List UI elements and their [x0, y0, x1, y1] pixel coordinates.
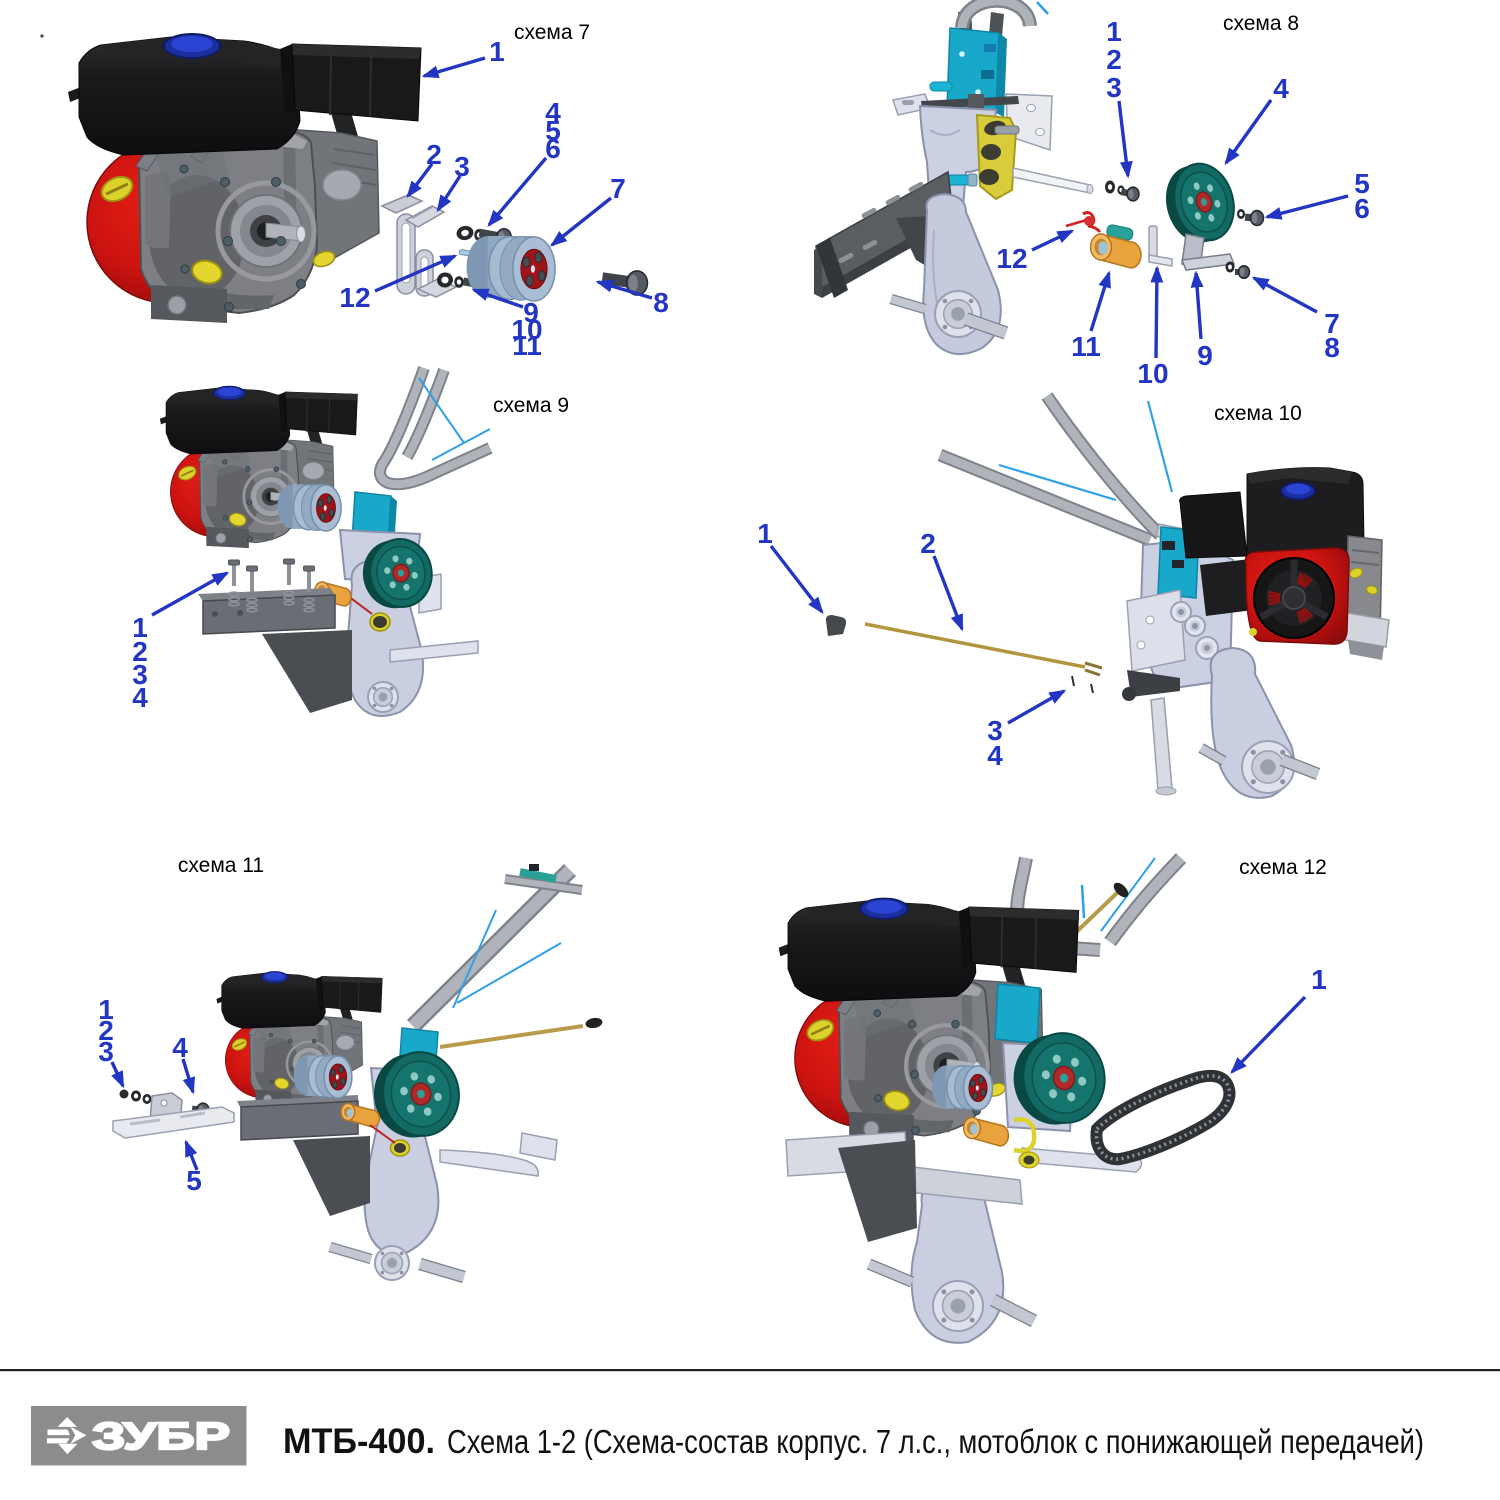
svg-text:схема 12: схема 12 — [1239, 856, 1327, 879]
svg-text:9: 9 — [1197, 340, 1213, 371]
svg-text:8: 8 — [653, 287, 669, 318]
svg-text:4: 4 — [545, 97, 561, 128]
svg-text:8: 8 — [1324, 332, 1340, 363]
svg-text:МТБ-400.: МТБ-400. — [283, 1422, 435, 1461]
svg-text:1: 1 — [489, 36, 505, 67]
svg-text:6: 6 — [545, 133, 561, 164]
svg-text:9: 9 — [523, 297, 539, 328]
svg-text:5: 5 — [545, 115, 561, 146]
svg-text:схема 8: схема 8 — [1223, 12, 1299, 35]
svg-text:1: 1 — [757, 518, 773, 549]
svg-text:3: 3 — [454, 151, 470, 182]
svg-text:Схема 1-2 (Схема-состав корпус: Схема 1-2 (Схема-состав корпус. 7 л.с., … — [447, 1423, 1424, 1460]
svg-text:1: 1 — [132, 612, 148, 643]
svg-text:3: 3 — [1106, 72, 1122, 103]
svg-text:12: 12 — [339, 282, 370, 313]
svg-text:5: 5 — [1354, 168, 1370, 199]
svg-text:11: 11 — [512, 330, 542, 361]
svg-text:3: 3 — [98, 1036, 114, 1067]
svg-text:схема 7: схема 7 — [514, 21, 590, 44]
svg-text:3: 3 — [987, 715, 1003, 746]
svg-text:схема 9: схема 9 — [493, 394, 569, 417]
svg-text:7: 7 — [610, 173, 626, 204]
svg-text:1: 1 — [98, 994, 114, 1025]
svg-text:2: 2 — [132, 636, 148, 667]
svg-text:4: 4 — [987, 740, 1003, 771]
svg-text:2: 2 — [1106, 44, 1122, 75]
svg-text:схема 10: схема 10 — [1214, 402, 1302, 425]
svg-text:12: 12 — [996, 243, 1027, 274]
svg-text:2: 2 — [426, 139, 442, 170]
svg-text:2: 2 — [98, 1015, 114, 1046]
svg-text:11: 11 — [1071, 331, 1101, 362]
svg-text:2: 2 — [920, 528, 936, 559]
svg-text:ЗУБР: ЗУБР — [92, 1416, 230, 1458]
svg-text:3: 3 — [132, 659, 148, 690]
svg-text:схема 11: схема 11 — [178, 854, 264, 877]
svg-text:1: 1 — [1311, 964, 1327, 995]
svg-text:6: 6 — [1354, 193, 1370, 224]
svg-text:7: 7 — [1324, 308, 1340, 339]
svg-text:1: 1 — [1106, 16, 1122, 47]
svg-text:10: 10 — [511, 314, 542, 345]
svg-text:4: 4 — [172, 1032, 188, 1063]
svg-text:10: 10 — [1137, 358, 1168, 389]
svg-text:4: 4 — [132, 682, 148, 713]
svg-text:4: 4 — [1273, 73, 1289, 104]
svg-text:5: 5 — [186, 1165, 202, 1196]
